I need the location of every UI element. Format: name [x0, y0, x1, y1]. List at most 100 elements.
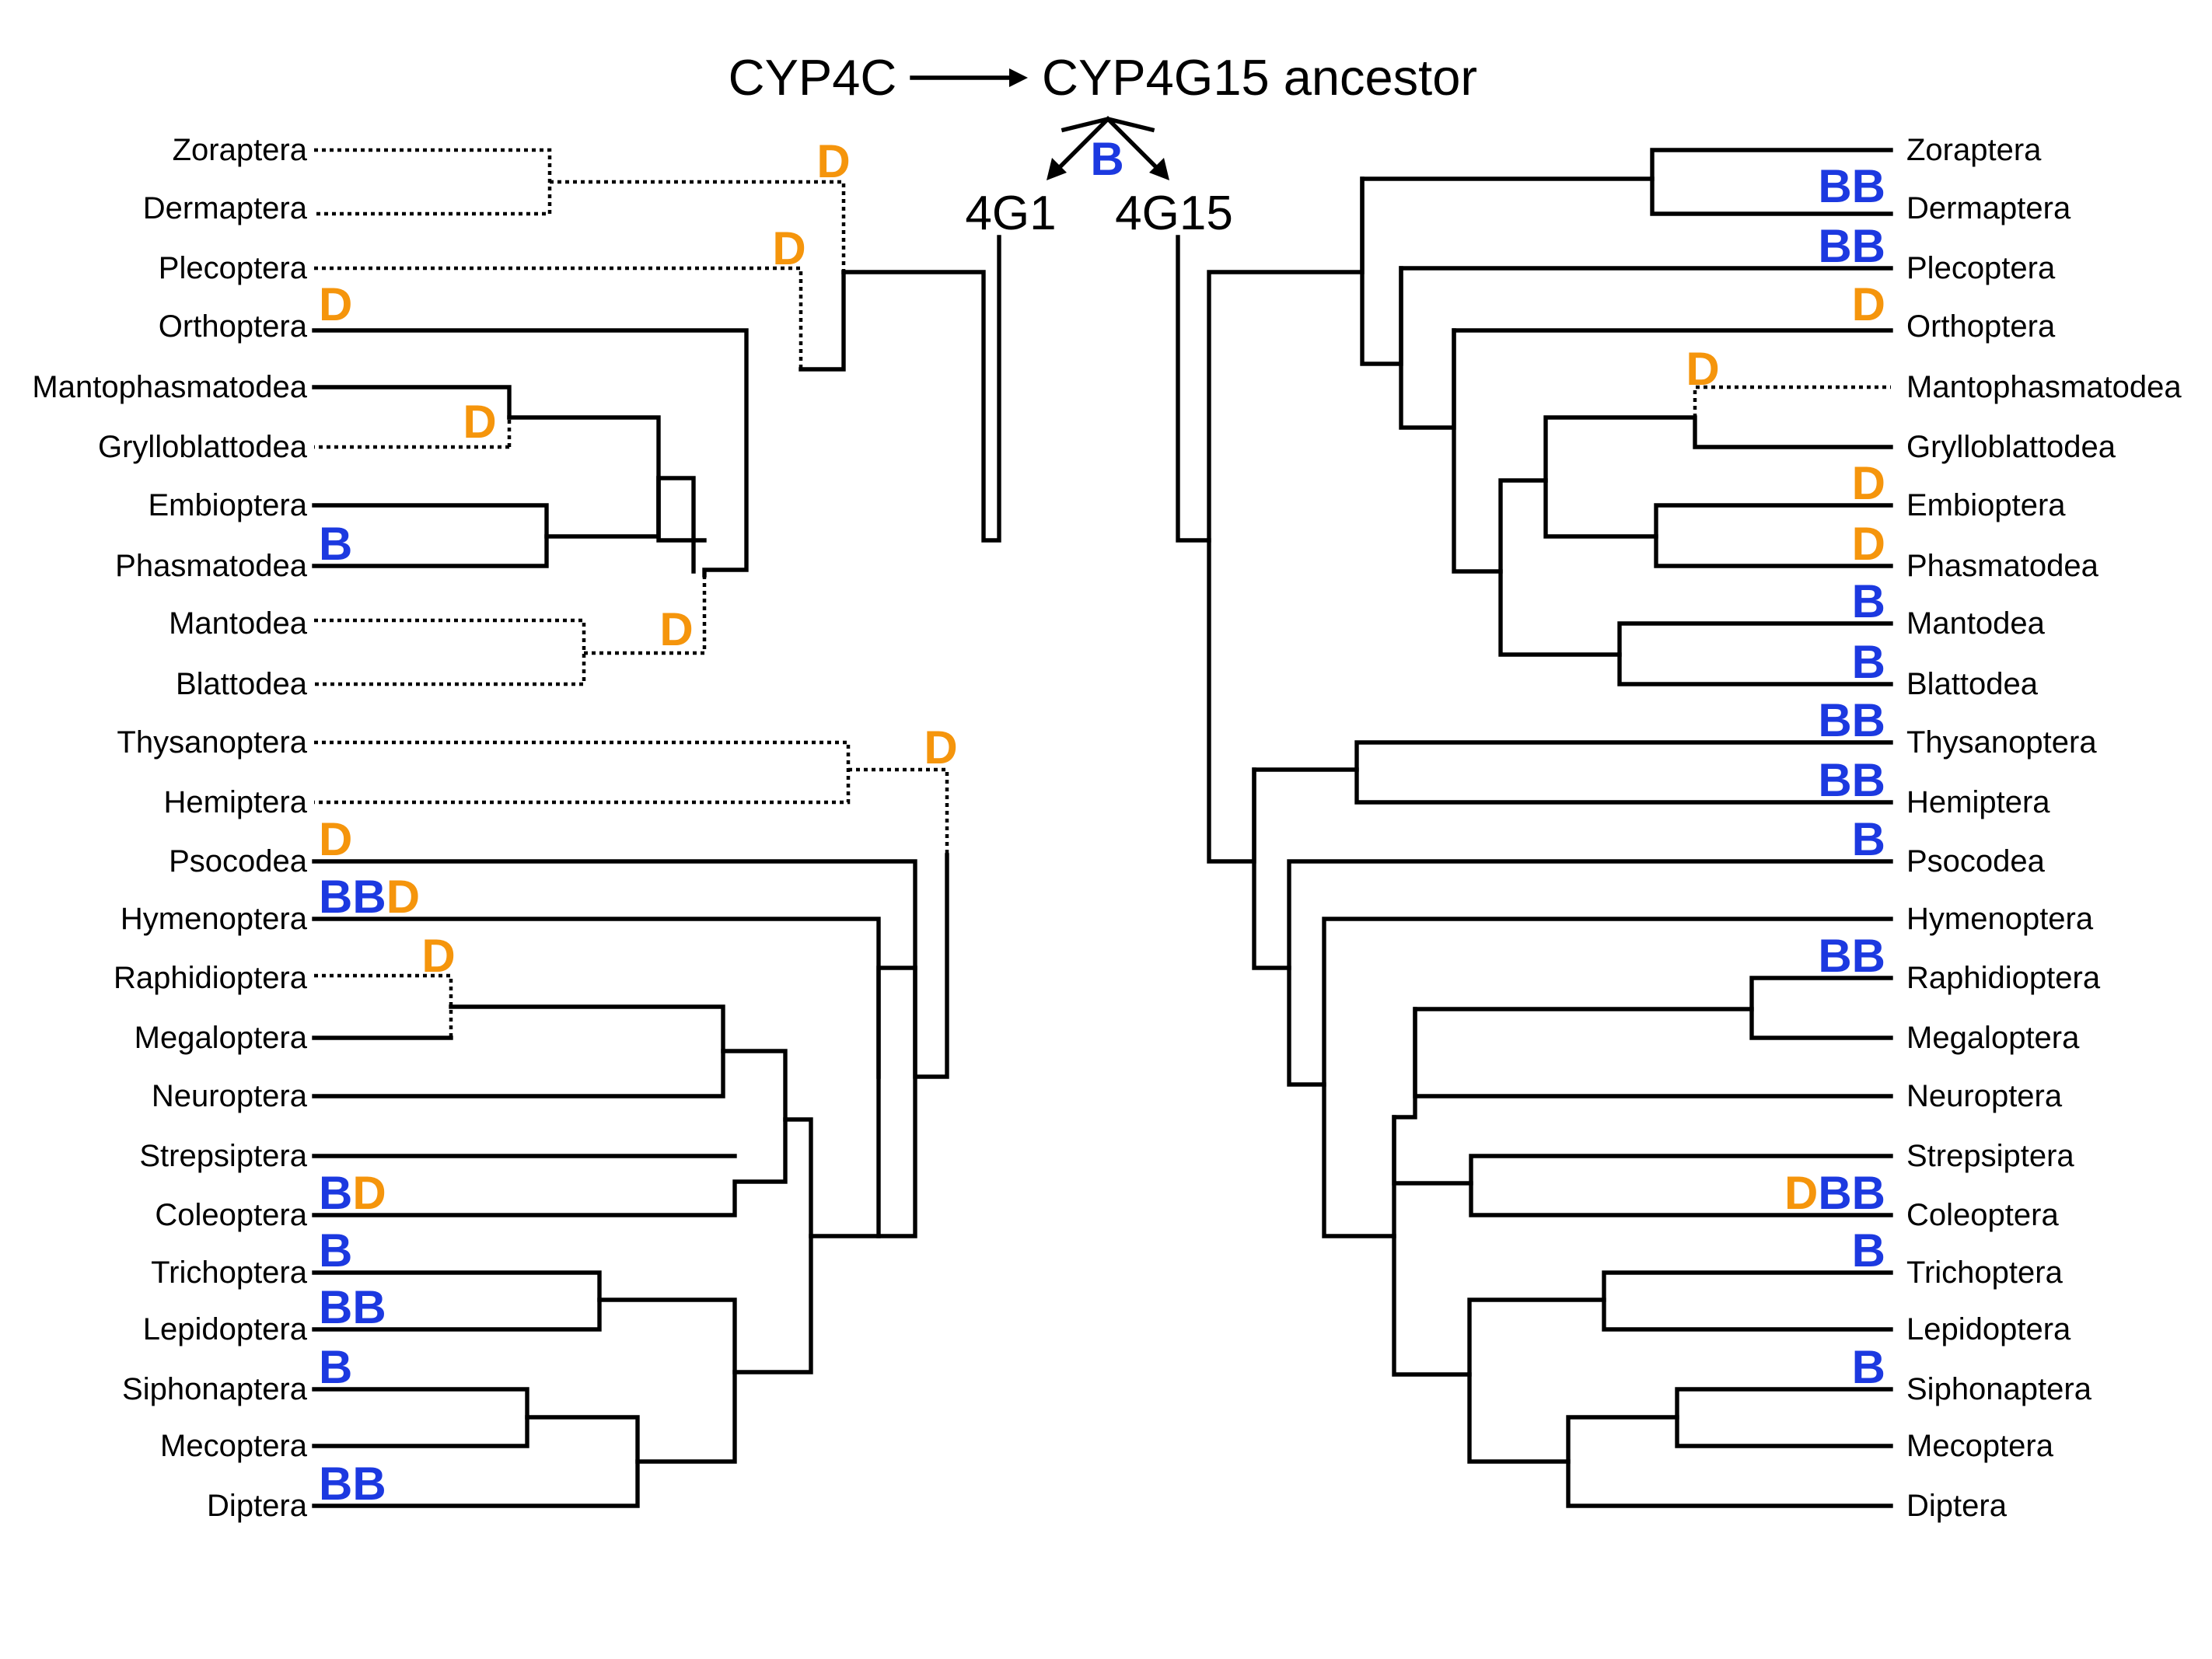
- taxon-label: Hemiptera: [1906, 785, 2050, 819]
- taxon-label: Thysanoptera: [1906, 725, 2097, 760]
- branch: [1392, 1234, 1893, 1377]
- taxon-label: Grylloblattodea: [98, 430, 308, 464]
- event-marker: B: [1852, 813, 1885, 865]
- event-marker: D: [319, 813, 352, 865]
- arrow-head-icon: [1009, 68, 1028, 87]
- taxon-label: Diptera: [1906, 1489, 2008, 1523]
- taxon-label: Hemiptera: [163, 785, 307, 819]
- branch: [1675, 1415, 1893, 1448]
- taxon-label: Orthoptera: [159, 309, 308, 344]
- taxon-label: Phasmatodea: [1906, 549, 2099, 583]
- taxon-label: Thysanoptera: [117, 725, 307, 760]
- taxon-label: Siphonaptera: [1906, 1372, 2092, 1406]
- branch: [312, 917, 917, 1238]
- branch: [312, 328, 749, 578]
- taxon-label: Zoraptera: [1906, 133, 2042, 167]
- branch: [798, 270, 846, 372]
- event-marker: D: [1852, 278, 1885, 330]
- taxon-label: Dermaptera: [1906, 191, 2071, 225]
- taxon-label: Raphidioptera: [114, 961, 308, 995]
- taxon-label: Strepsiptera: [139, 1139, 307, 1173]
- branch: [1693, 385, 1891, 417]
- event-marker: B: [1852, 575, 1885, 627]
- branch: [1543, 478, 1893, 539]
- taxon-label: Coleoptera: [155, 1198, 307, 1232]
- branch: [1207, 538, 1893, 864]
- taxon-label: Strepsiptera: [1906, 1139, 2074, 1173]
- node-marker: D: [659, 603, 693, 655]
- taxon-label: Neuroptera: [1906, 1079, 2063, 1113]
- branch: [312, 1415, 640, 1508]
- taxon-label: Lepidoptera: [143, 1312, 308, 1346]
- event-marker: BBD: [319, 871, 420, 923]
- branch: [876, 966, 917, 1079]
- branch: [312, 1387, 529, 1448]
- event-marker: B: [319, 1341, 352, 1393]
- event-marker: BB: [1818, 220, 1885, 272]
- branch: [1287, 917, 1893, 1087]
- node-marker: D: [463, 396, 496, 448]
- taxon-label: Mantodea: [169, 606, 308, 641]
- taxon-label: Hymenoptera: [121, 902, 308, 936]
- arrow-head-icon: [1149, 158, 1169, 180]
- event-marker: B: [319, 1224, 352, 1277]
- taxon-label: Psocodea: [169, 844, 308, 878]
- taxon-label: Orthoptera: [1906, 309, 2056, 344]
- event-marker: BB: [1818, 754, 1885, 806]
- branch: [1749, 1007, 1893, 1040]
- taxon-label: Mecoptera: [1906, 1429, 2054, 1463]
- taxon-label: Mecoptera: [160, 1429, 308, 1463]
- taxon-label: Phasmatodea: [115, 549, 308, 583]
- event-marker: B: [1852, 1341, 1885, 1393]
- branch: [1650, 176, 1893, 216]
- branch: [314, 266, 803, 369]
- branch: [1354, 767, 1893, 805]
- taxon-label: Megaloptera: [1906, 1021, 2080, 1055]
- event-marker: BB: [1818, 930, 1885, 982]
- taxon-label: Mantophasmatodea: [32, 370, 307, 404]
- branch: [1252, 767, 1893, 970]
- node-marker: D: [924, 721, 957, 774]
- event-marker: DBB: [1784, 1167, 1885, 1219]
- branch: [1322, 976, 1893, 1238]
- taxon-label: Neuroptera: [152, 1079, 308, 1113]
- branch: [1467, 1372, 1893, 1464]
- event-marker: D: [1852, 518, 1885, 570]
- taxon-label: Embioptera: [1906, 488, 2066, 522]
- node-marker: D: [1686, 343, 1719, 395]
- clade-label-4g1: 4G1: [965, 187, 1056, 240]
- taxon-label: Mantophasmatodea: [1906, 370, 2182, 404]
- taxon-label: Dermaptera: [143, 191, 308, 225]
- taxon-label: Raphidioptera: [1906, 961, 2101, 995]
- event-marker: B: [1852, 636, 1885, 688]
- left-tree: [312, 148, 1001, 1508]
- branch: [1654, 534, 1893, 568]
- branch: [1413, 1007, 1893, 1098]
- branch: [314, 148, 552, 216]
- event-marker: D: [319, 278, 352, 330]
- clade-label-4g15: 4G15: [1115, 187, 1233, 240]
- taxon-label: Grylloblattodea: [1906, 430, 2116, 464]
- event-marker: BD: [319, 1167, 386, 1219]
- right-taxon-labels: ZorapteraDermapteraPlecopteraOrthopteraM…: [1906, 133, 2182, 1523]
- branch: [732, 1117, 813, 1374]
- taxon-label: Trichoptera: [1906, 1256, 2063, 1290]
- taxon-label: Trichoptera: [151, 1256, 308, 1290]
- root-event-marker: B: [1090, 133, 1123, 185]
- taxon-label: Zoraptera: [173, 133, 308, 167]
- branch: [1399, 266, 1893, 430]
- branch: [312, 1004, 725, 1098]
- taxon-label: Blattodea: [1906, 667, 2039, 701]
- header: CYP4C CYP4G15 ancestor B 4G1 4G15: [729, 49, 1477, 240]
- split-arrow-right: [1105, 116, 1162, 173]
- taxon-label: Plecoptera: [1906, 251, 2056, 285]
- branch: [314, 973, 453, 1038]
- branch: [597, 1298, 737, 1464]
- left-taxon-labels: ZorapteraDermapteraPlecopteraOrthopteraM…: [32, 133, 307, 1523]
- event-marker: D: [1852, 457, 1885, 509]
- taxon-label: Megaloptera: [135, 1021, 308, 1055]
- node-marker: D: [816, 135, 850, 187]
